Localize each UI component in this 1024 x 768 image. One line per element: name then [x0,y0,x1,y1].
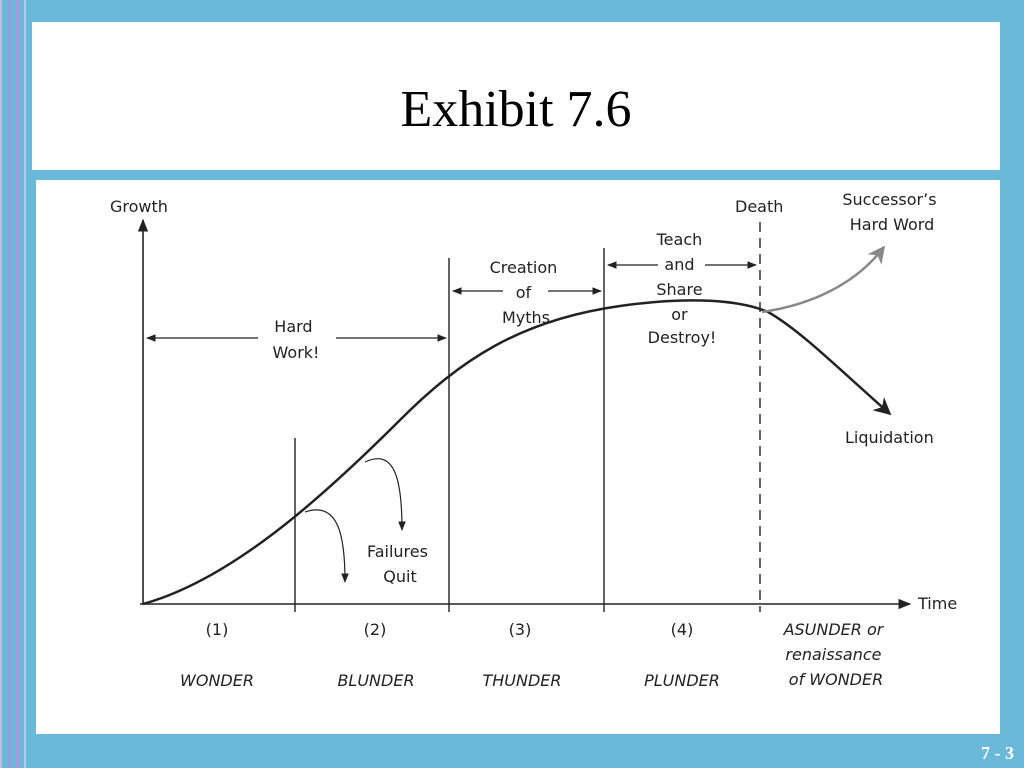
failure-arrow [304,509,349,583]
hard-work-label: Hard Work! [273,317,320,362]
liquidation-label: Liquidation [845,428,934,447]
growth-curve [142,299,892,606]
decor-stripe [16,0,19,768]
stage-name: PLUNDER [644,671,720,690]
decor-stripe [0,0,2,768]
stage-name: THUNDER [482,671,561,690]
title-panel: Exhibit 7.6 [32,22,1000,170]
business-life-cycle-diagram: Growth Time Death Successor’s Hard Word … [110,190,957,690]
stage-number: (3) [509,620,532,639]
teach-label: Teach and Share or Destroy! [648,230,717,347]
stage-name: BLUNDER [337,671,414,690]
slide-title: Exhibit 7.6 [400,81,632,138]
x-axis-label: Time [917,594,957,613]
stage-number: (2) [364,620,387,639]
decor-stripe [8,0,11,768]
failure-arrow [364,458,406,531]
figure-panel: Growth Time Death Successor’s Hard Word … [36,180,1000,734]
stage-number: (1) [206,620,229,639]
failures-label: Failures Quit [367,542,433,586]
successor-label: Successor’s Hard Word [842,190,941,234]
decor-stripe [24,0,26,768]
creation-label: Creation of Myths [490,258,563,327]
stage-5-label: ASUNDER or renaissance of WONDER [783,620,889,689]
stage-number: (4) [671,620,694,639]
y-axis-label: Growth [110,197,168,216]
successor-arrow [761,245,886,314]
death-label: Death [735,197,783,216]
stage-name: WONDER [180,671,254,690]
slide-number: 7 - 3 [981,743,1014,763]
